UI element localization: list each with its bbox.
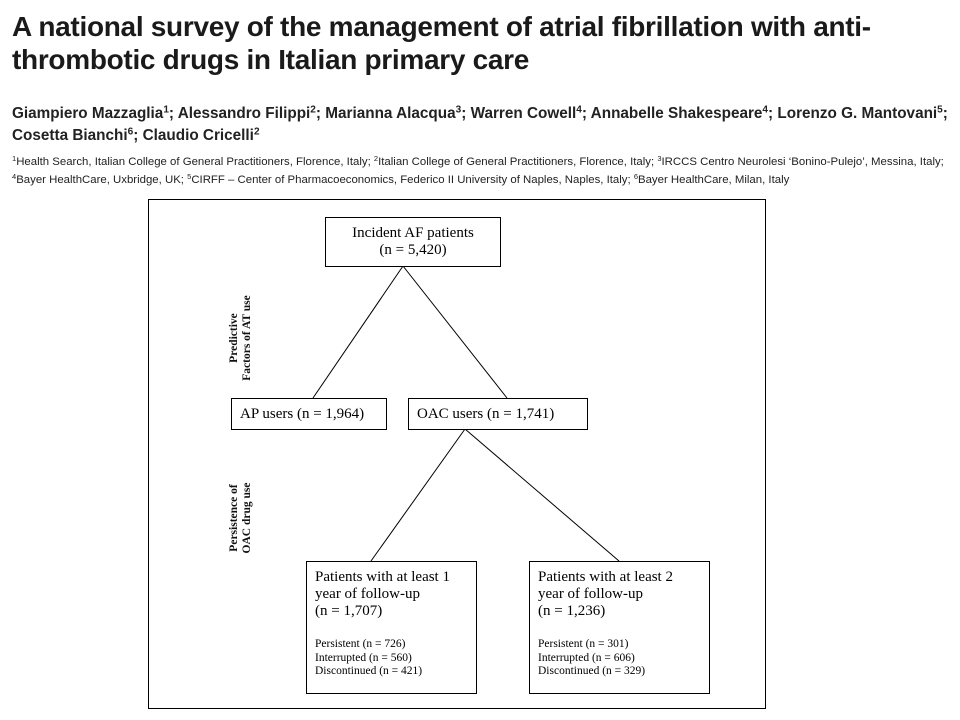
affiliation-number: 2 bbox=[373, 153, 379, 163]
affiliation-entry: 6Bayer HealthCare, Milan, Italy bbox=[633, 171, 790, 186]
affiliation-number: 3 bbox=[657, 153, 662, 163]
incident-af-patients-box: Incident AF patients (n = 5,420) bbox=[325, 217, 501, 267]
followup-1yr-count: (n = 1,707) bbox=[315, 603, 383, 619]
author-entry: Giampiero Mazzaglia1; bbox=[12, 104, 178, 122]
author-affiliation-marker: 5 bbox=[937, 104, 943, 116]
author-name: Cosetta Bianchi bbox=[12, 127, 128, 144]
author-affiliation-marker: 2 bbox=[253, 126, 260, 138]
author-affiliation-marker: 3 bbox=[455, 104, 462, 116]
affiliation-text: IRCCS Centro Neurolesi ‘Bonino-Pulejo’, … bbox=[661, 156, 944, 168]
author-name: Giampiero Mazzaglia bbox=[12, 105, 164, 122]
affiliation-text: Italian College of General Practitioners… bbox=[378, 156, 658, 168]
affiliation-list: 1Health Search, Italian College of Gener… bbox=[12, 153, 954, 189]
affiliation-number: 4 bbox=[12, 171, 17, 181]
flowchart-figure: Incident AF patients (n = 5,420) Predict… bbox=[148, 199, 766, 709]
predictive-factors-label: Predictive Factors of AT use bbox=[228, 295, 253, 381]
followup-1yr-line2: year of follow-up bbox=[315, 586, 420, 602]
followup-1yr-persistent: Persistent (n = 726) bbox=[315, 638, 406, 650]
author-entry: Annabelle Shakespeare4; bbox=[590, 104, 778, 122]
followup-2yr-box: Patients with at least 2 year of follow-… bbox=[529, 561, 710, 694]
author-name: Warren Cowell bbox=[470, 105, 577, 122]
affiliation-text: CIRFF – Center of Pharmacoeconomics, Fed… bbox=[191, 174, 634, 186]
incident-af-patients-label: Incident AF patients bbox=[352, 225, 474, 241]
author-entry: Claudio Cricelli2 bbox=[143, 127, 260, 144]
author-name: Marianna Alacqua bbox=[325, 105, 456, 122]
author-name: Lorenzo G. Mantovani bbox=[777, 105, 938, 122]
followup-1yr-line1: Patients with at least 1 bbox=[315, 569, 450, 585]
paper-title: A national survey of the management of a… bbox=[12, 11, 871, 75]
affiliation-entry: 4Bayer HealthCare, Uxbridge, UK; bbox=[12, 171, 188, 186]
author-affiliation-marker: 4 bbox=[762, 104, 769, 116]
affiliation-entry: 3IRCCS Centro Neurolesi ‘Bonino-Pulejo’,… bbox=[657, 153, 944, 168]
affiliation-entry: 1Health Search, Italian College of Gener… bbox=[12, 153, 374, 168]
flowchart-connectors bbox=[312, 265, 620, 562]
followup-1yr-box: Patients with at least 1 year of follow-… bbox=[306, 561, 477, 694]
author-name: Claudio Cricelli bbox=[142, 127, 254, 144]
author-entry: Alessandro Filippi2; bbox=[177, 104, 326, 122]
followup-2yr-count: (n = 1,236) bbox=[538, 603, 606, 619]
connector-root-to-ap bbox=[312, 265, 404, 399]
author-entry: Lorenzo G. Mantovani5; bbox=[777, 104, 948, 122]
author-list: Giampiero Mazzaglia1; Alessandro Filippi… bbox=[12, 103, 952, 147]
affiliation-text: Bayer HealthCare, Milan, Italy bbox=[638, 174, 790, 186]
affiliation-number: 5 bbox=[187, 171, 192, 181]
affiliation-text: Health Search, Italian College of Genera… bbox=[16, 156, 374, 168]
oac-users-label: OAC users (n = 1,741) bbox=[417, 406, 555, 422]
connector-oac-to-1yr bbox=[370, 428, 466, 562]
author-entry: Cosetta Bianchi6; bbox=[12, 126, 143, 144]
affiliation-entry: 5CIRFF – Center of Pharmacoeconomics, Fe… bbox=[187, 171, 634, 186]
author-affiliation-marker: 4 bbox=[576, 104, 582, 116]
followup-2yr-line1: Patients with at least 2 bbox=[538, 569, 673, 585]
author-name: Annabelle Shakespeare bbox=[590, 105, 763, 122]
affiliation-number: 6 bbox=[633, 171, 638, 181]
author-entry: Warren Cowell4; bbox=[470, 104, 591, 122]
ap-users-label: AP users (n = 1,964) bbox=[240, 406, 365, 422]
oac-users-box: OAC users (n = 1,741) bbox=[408, 398, 588, 430]
persistence-label: Persistence of OAC drug use bbox=[228, 482, 253, 554]
affiliation-number: 1 bbox=[12, 153, 17, 163]
ap-users-box: AP users (n = 1,964) bbox=[231, 398, 387, 430]
author-name: Alessandro Filippi bbox=[177, 105, 311, 122]
connector-root-to-oac bbox=[402, 265, 508, 399]
followup-2yr-line2: year of follow-up bbox=[538, 586, 643, 602]
connector-oac-to-2yr bbox=[464, 428, 620, 562]
followup-2yr-interrupted: Interrupted (n = 606) bbox=[538, 651, 635, 664]
author-affiliation-marker: 2 bbox=[310, 104, 316, 116]
author-entry: Marianna Alacqua3; bbox=[325, 104, 471, 122]
affiliation-entry: 2Italian College of General Practitioner… bbox=[373, 153, 658, 168]
author-affiliation-marker: 6 bbox=[127, 126, 134, 138]
followup-2yr-discontinued: Discontinued (n = 329) bbox=[538, 665, 646, 677]
author-affiliation-marker: 1 bbox=[163, 104, 169, 116]
followup-2yr-persistent: Persistent (n = 301) bbox=[538, 638, 629, 650]
followup-1yr-discontinued: Discontinued (n = 421) bbox=[315, 665, 423, 677]
incident-af-patients-count: (n = 5,420) bbox=[379, 242, 447, 258]
affiliation-text: Bayer HealthCare, Uxbridge, UK; bbox=[16, 174, 188, 186]
followup-1yr-interrupted: Interrupted (n = 560) bbox=[315, 651, 412, 664]
